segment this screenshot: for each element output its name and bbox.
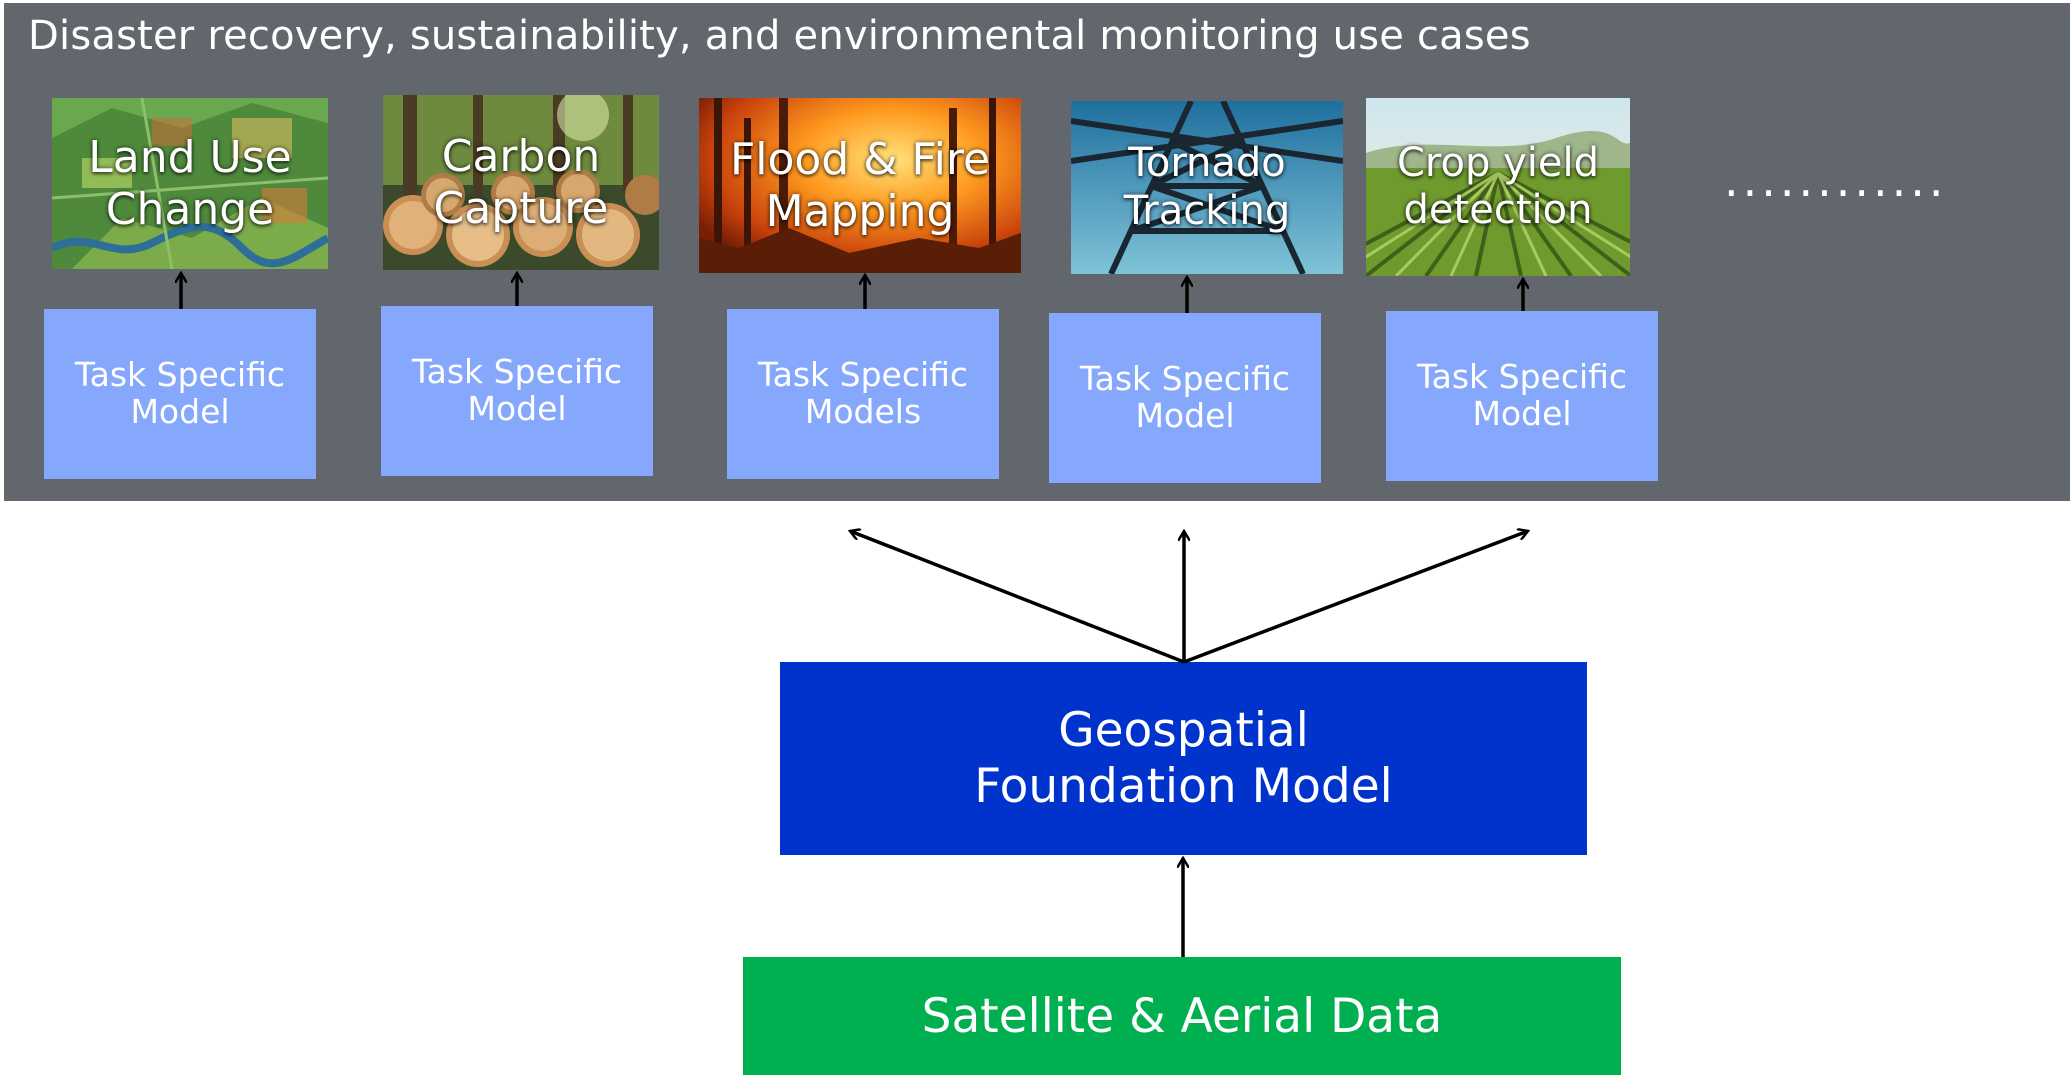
arrow-foundation-to-left xyxy=(850,531,1185,664)
land-use-change-label: Land Use Change xyxy=(88,131,292,235)
flood-fire-mapping-tile: Flood & Fire Mapping xyxy=(699,98,1021,273)
tornado-tracking-tile: Tornado Tracking xyxy=(1071,101,1343,274)
arrow-foundation-to-right xyxy=(1183,531,1528,664)
tornado-tracking-label: Tornado Tracking xyxy=(1123,140,1291,234)
land-use-change-tile: Land Use Change xyxy=(52,98,328,269)
wildfire-image xyxy=(699,98,1021,273)
task-specific-model-land-use: Task Specific Model xyxy=(44,309,316,479)
forest-logs-image xyxy=(383,95,659,270)
geospatial-foundation-model-box: Geospatial Foundation Model xyxy=(780,662,1587,855)
flood-fire-mapping-label: Flood & Fire Mapping xyxy=(729,133,991,237)
crop-yield-detection-tile: Crop yield detection xyxy=(1366,98,1630,276)
task-specific-model-crop-yield: Task Specific Model xyxy=(1386,311,1658,481)
crop-yield-detection-label: Crop yield detection xyxy=(1397,139,1599,233)
task-specific-model-tornado: Task Specific Model xyxy=(1049,313,1321,483)
satellite-aerial-data-box: Satellite & Aerial Data xyxy=(743,957,1621,1075)
land-use-map-image xyxy=(52,98,328,269)
carbon-capture-tile: Carbon Capture xyxy=(383,95,659,270)
task-specific-model-carbon-capture: Task Specific Model xyxy=(381,306,653,476)
power-tower-image xyxy=(1071,101,1343,274)
more-use-cases-indicator: ............ xyxy=(1724,153,1948,207)
task-specific-model-flood-fire: Task Specific Models xyxy=(727,309,999,479)
use-cases-panel: Disaster recovery, sustainability, and e… xyxy=(4,3,2070,501)
vineyard-field-image xyxy=(1366,98,1630,276)
carbon-capture-label: Carbon Capture xyxy=(433,130,609,234)
panel-title: Disaster recovery, sustainability, and e… xyxy=(28,13,1531,59)
